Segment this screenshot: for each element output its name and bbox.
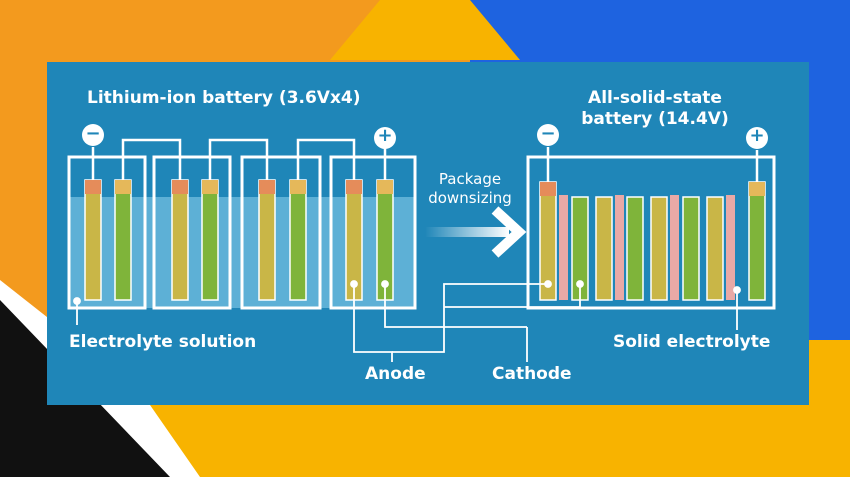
cathode-label: Cathode: [492, 364, 572, 384]
solid-state-cell: [526, 155, 776, 310]
leader-lines: [73, 280, 741, 362]
series-wires: [91, 138, 387, 180]
left-minus-sign: −: [85, 123, 101, 144]
solid-state-title-line1: All-solid-state: [588, 88, 722, 108]
lithium-ion-pack: [67, 124, 417, 310]
right-plus-sign: +: [749, 125, 765, 146]
cell-3-electrodes: [258, 179, 307, 301]
left-minus-terminal-icon: [82, 124, 104, 146]
right-minus-sign: −: [540, 123, 556, 144]
diagram-panel: Lithium-ion battery (3.6Vx4) All-solid-s…: [47, 62, 809, 405]
right-plus-terminal-icon: [746, 127, 768, 149]
solid-state-title-line2: battery (14.4V): [581, 109, 729, 129]
package-downsizing-arrow-icon: [425, 206, 527, 258]
cell-1: [67, 155, 147, 310]
all-solid-state-pack: [526, 124, 776, 310]
cell-1-electrodes: [84, 179, 132, 301]
cell-2: [152, 155, 232, 310]
right-minus-terminal-icon: [537, 124, 559, 146]
electrolyte-solution-label: Electrolyte solution: [69, 332, 257, 352]
solid-state-title: All-solid-state battery (14.4V): [580, 88, 730, 130]
cell-3: [240, 155, 322, 310]
left-plus-terminal-icon: [374, 127, 396, 149]
package-downsizing-line2: downsizing: [428, 189, 512, 207]
solid-electrolyte-label: Solid electrolyte: [613, 332, 771, 352]
package-downsizing-label: Package downsizing: [420, 170, 520, 208]
cell-2-electrodes: [171, 179, 219, 301]
cell-4: [329, 155, 417, 310]
battery-diagram: [67, 124, 776, 362]
anode-label: Anode: [365, 364, 426, 384]
package-downsizing-line1: Package: [438, 170, 502, 188]
solid-state-electrodes: [539, 181, 766, 301]
left-plus-sign: +: [377, 125, 393, 146]
lithium-ion-title: Lithium-ion battery (3.6Vx4): [87, 88, 361, 108]
